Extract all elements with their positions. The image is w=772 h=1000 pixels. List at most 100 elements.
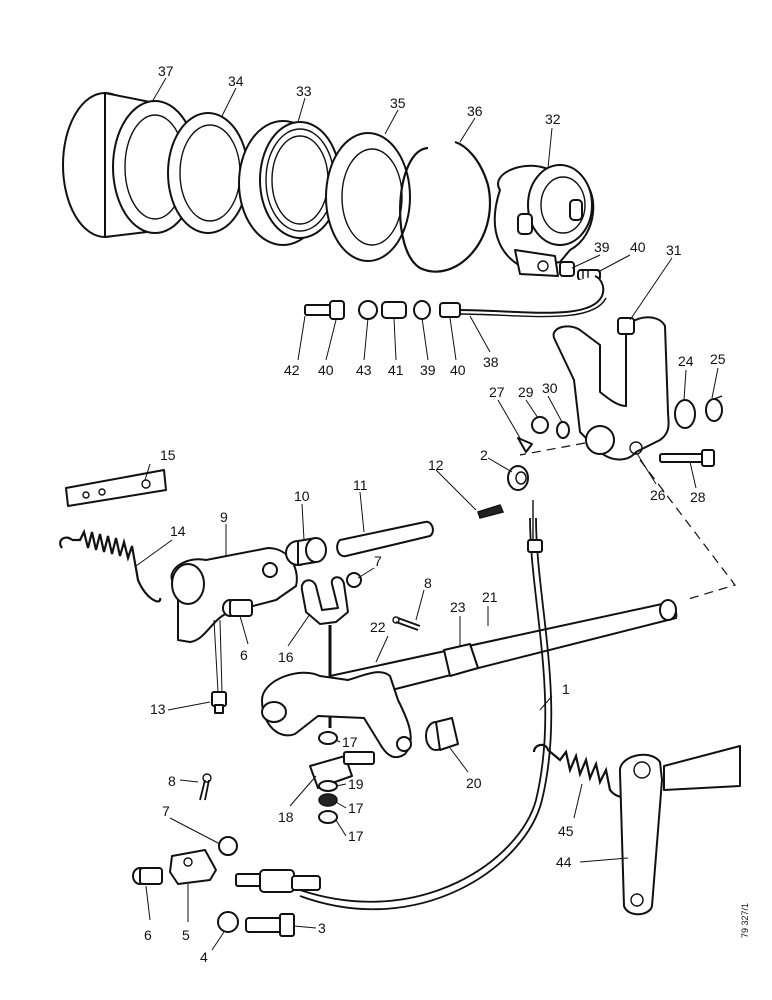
circlip-36 — [399, 140, 491, 273]
callout-10: 10 — [294, 488, 310, 504]
callout-34: 34 — [228, 73, 244, 89]
seal-ring-34 — [167, 112, 249, 234]
nut-17-bottom — [318, 810, 338, 824]
callout-9: 9 — [220, 509, 228, 525]
callout-18: 18 — [278, 809, 294, 825]
callout-35: 35 — [390, 95, 406, 111]
union-39-top — [559, 261, 575, 277]
callout-40: 40 — [450, 362, 466, 378]
callout-8: 8 — [424, 575, 432, 591]
callout-38: 38 — [483, 354, 499, 370]
pin-6-upper — [222, 599, 253, 617]
clevis-5 — [169, 849, 217, 885]
washer-35 — [325, 132, 411, 262]
fork-arm-22 — [261, 671, 412, 759]
bolt-28 — [659, 449, 715, 467]
callout-12: 12 — [428, 457, 444, 473]
callout-39: 39 — [420, 362, 436, 378]
washer-19 — [318, 780, 338, 792]
callout-21: 21 — [482, 589, 498, 605]
callout-32: 32 — [545, 111, 561, 127]
callout-16: 16 — [278, 649, 294, 665]
callout-25: 25 — [710, 351, 726, 367]
callout-28: 28 — [690, 489, 706, 505]
split-pin-8-upper — [392, 616, 421, 631]
callout-44: 44 — [556, 854, 572, 870]
callout-13: 13 — [150, 701, 166, 717]
callout-19: 19 — [348, 776, 364, 792]
grommet-2 — [507, 465, 529, 491]
callout-labels: 37 34 33 35 36 32 39 40 31 42 40 43 41 3… — [144, 63, 726, 965]
bearing-33 — [238, 120, 341, 246]
callout-22: 22 — [370, 619, 386, 635]
release-bearing-carrier-32 — [493, 164, 595, 277]
nut-29 — [531, 416, 549, 434]
callout-3: 3 — [318, 920, 326, 936]
bush-24 — [674, 399, 696, 429]
callout-6: 6 — [144, 927, 152, 943]
key-27 — [517, 437, 533, 453]
housing-37 — [62, 92, 198, 238]
callout-15: 15 — [160, 447, 176, 463]
washer-7-lower — [218, 836, 238, 856]
callout-5: 5 — [182, 927, 190, 943]
bush-10 — [285, 537, 327, 566]
callout-27: 27 — [489, 384, 505, 400]
callout-33: 33 — [296, 83, 312, 99]
clip-25 — [705, 395, 723, 422]
callout-30: 30 — [542, 380, 558, 396]
callout-6: 6 — [240, 647, 248, 663]
callout-17: 17 — [342, 734, 358, 750]
release-fork-31 — [552, 316, 670, 461]
callout-20: 20 — [466, 775, 482, 791]
washer-30 — [556, 421, 570, 439]
callout-17: 17 — [348, 800, 364, 816]
callout-37: 37 — [158, 63, 174, 79]
callout-17: 17 — [348, 828, 364, 844]
washer-7-upper — [346, 572, 362, 588]
spring-14 — [59, 528, 162, 603]
cable-end-fitting — [235, 869, 321, 893]
callout-7: 7 — [162, 803, 170, 819]
callout-40: 40 — [630, 239, 646, 255]
leader-lines — [135, 77, 719, 951]
callout-42: 42 — [284, 362, 300, 378]
callout-8: 8 — [168, 773, 176, 789]
callout-36: 36 — [467, 103, 483, 119]
pin-6-lower — [132, 867, 163, 885]
callout-45: 45 — [558, 823, 574, 839]
nipple-13 — [211, 619, 227, 714]
plate-15 — [65, 469, 167, 507]
adjuster-18 — [309, 751, 375, 789]
callout-40: 40 — [318, 362, 334, 378]
callout-39: 39 — [594, 239, 610, 255]
lever-9 — [170, 547, 298, 643]
cable-1 — [299, 500, 553, 911]
bolt-3 — [245, 913, 295, 937]
callout-24: 24 — [678, 353, 694, 369]
axis-line — [519, 442, 737, 601]
lever-44 — [618, 745, 741, 916]
callout-43: 43 — [356, 362, 372, 378]
callout-14: 14 — [170, 523, 186, 539]
reference-code: 79 327/1 — [740, 903, 750, 938]
split-pin-8-lower — [199, 773, 212, 801]
pipe-38 — [457, 275, 607, 318]
callout-26: 26 — [650, 487, 666, 503]
pin-11 — [336, 520, 434, 558]
callout-4: 4 — [200, 949, 208, 965]
callout-2: 2 — [480, 447, 488, 463]
callout-7: 7 — [374, 553, 382, 569]
cross-shaft-21 — [329, 599, 678, 701]
bush-20 — [425, 717, 459, 751]
nut-17-top — [318, 731, 338, 745]
callout-11: 11 — [353, 477, 368, 493]
callout-31: 31 — [666, 242, 682, 258]
callout-23: 23 — [450, 599, 466, 615]
nut-17-mid — [318, 793, 338, 807]
nut-4 — [217, 911, 239, 933]
fitting-row — [304, 300, 461, 320]
callout-1: 1 — [562, 681, 570, 697]
callout-41: 41 — [388, 362, 404, 378]
